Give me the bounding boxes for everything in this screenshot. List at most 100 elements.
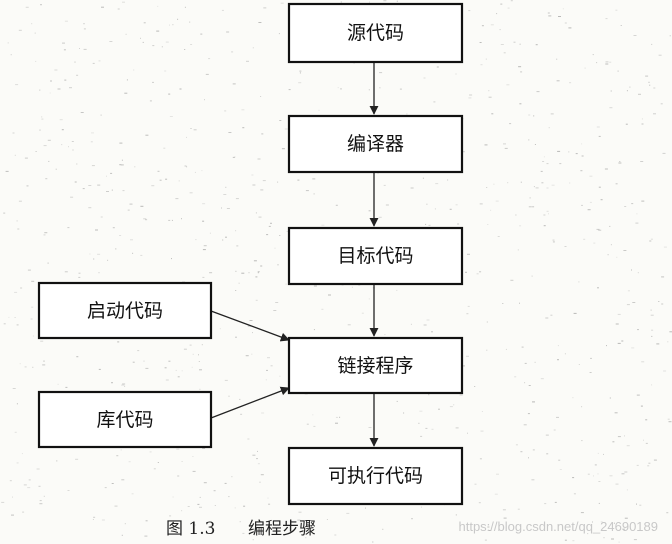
noise-speck [545, 317, 549, 319]
noise-speck [540, 378, 544, 380]
noise-speck [420, 435, 423, 437]
noise-speck [12, 388, 16, 389]
noise-speck [418, 422, 420, 424]
noise-speck [467, 305, 470, 307]
noise-speck [142, 41, 144, 43]
noise-speck [558, 16, 561, 17]
noise-speck [487, 526, 490, 528]
noise-speck [515, 214, 517, 216]
noise-speck [624, 517, 628, 519]
noise-speck [231, 51, 234, 53]
noise-speck [513, 41, 516, 43]
noise-speck [396, 0, 398, 2]
noise-speck [285, 283, 287, 285]
noise-speck [455, 514, 457, 516]
noise-speck [340, 88, 342, 90]
noise-speck [124, 385, 126, 387]
noise-speck [270, 365, 273, 367]
noise-speck [134, 166, 136, 168]
noise-speck [528, 114, 531, 116]
noise-speck [69, 87, 72, 89]
noise-speck [223, 194, 227, 195]
noise-speck [334, 534, 337, 536]
noise-speck [488, 96, 492, 98]
noise-speck [369, 1, 370, 3]
noise-speck [171, 258, 172, 260]
noise-speck [242, 127, 245, 129]
noise-speck [55, 168, 57, 170]
noise-speck [520, 451, 523, 453]
noise-speck [39, 500, 42, 502]
noise-speck [641, 361, 645, 363]
noise-speck [553, 429, 556, 431]
noise-speck [16, 324, 19, 326]
noise-speck [299, 70, 302, 72]
noise-speck [179, 88, 182, 90]
noise-speck [236, 245, 239, 247]
noise-speck [182, 281, 186, 283]
noise-speck [593, 475, 594, 477]
noise-speck [202, 203, 206, 205]
noise-speck [235, 270, 237, 272]
noise-speck [48, 160, 50, 162]
noise-speck [505, 348, 507, 350]
noise-speck [130, 239, 133, 241]
noise-speck [495, 200, 499, 202]
noise-speck [100, 216, 103, 218]
noise-speck [110, 172, 113, 174]
noise-speck [592, 54, 594, 56]
noise-speck [71, 141, 74, 142]
noise-speck [36, 468, 40, 470]
noise-speck [638, 93, 641, 95]
noise-speck [535, 44, 538, 46]
noise-speck [76, 356, 79, 358]
noise-speck [267, 497, 269, 499]
noise-speck [111, 483, 114, 484]
noise-speck [202, 448, 206, 449]
noise-speck [543, 214, 546, 216]
noise-speck [598, 135, 601, 137]
noise-speck [484, 144, 488, 146]
noise-speck [544, 503, 547, 505]
noise-speck [503, 143, 506, 145]
noise-speck [249, 320, 253, 321]
noise-speck [481, 411, 483, 412]
noise-speck [587, 209, 591, 211]
noise-speck [514, 376, 517, 378]
noise-speck [600, 521, 603, 523]
noise-speck [199, 496, 201, 498]
noise-speck [176, 448, 180, 450]
noise-speck [557, 359, 559, 361]
noise-speck [157, 170, 160, 172]
noise-speck [536, 91, 540, 93]
noise-speck [383, 184, 386, 186]
noise-speck [7, 42, 9, 44]
noise-speck [484, 539, 487, 541]
noise-speck [228, 132, 232, 133]
noise-speck [502, 303, 504, 304]
noise-speck [184, 49, 186, 50]
noise-speck [587, 533, 589, 535]
noise-speck [119, 235, 122, 236]
noise-speck [65, 386, 68, 388]
node-startup-code: 启动代码 [37, 281, 213, 340]
noise-speck [613, 522, 615, 524]
noise-speck [500, 3, 503, 5]
noise-speck [183, 348, 187, 350]
noise-speck [281, 148, 285, 150]
noise-speck [121, 159, 123, 161]
noise-speck [199, 506, 202, 508]
noise-speck [569, 182, 571, 184]
noise-speck [651, 335, 653, 337]
noise-speck [531, 479, 535, 481]
noise-speck [186, 166, 188, 168]
noise-speck [572, 540, 575, 542]
noise-speck [411, 518, 413, 520]
noise-speck [528, 139, 530, 141]
noise-speck [661, 303, 664, 305]
noise-speck [299, 72, 301, 74]
noise-speck [650, 309, 652, 311]
noise-speck [247, 325, 251, 327]
noise-speck [580, 170, 583, 172]
